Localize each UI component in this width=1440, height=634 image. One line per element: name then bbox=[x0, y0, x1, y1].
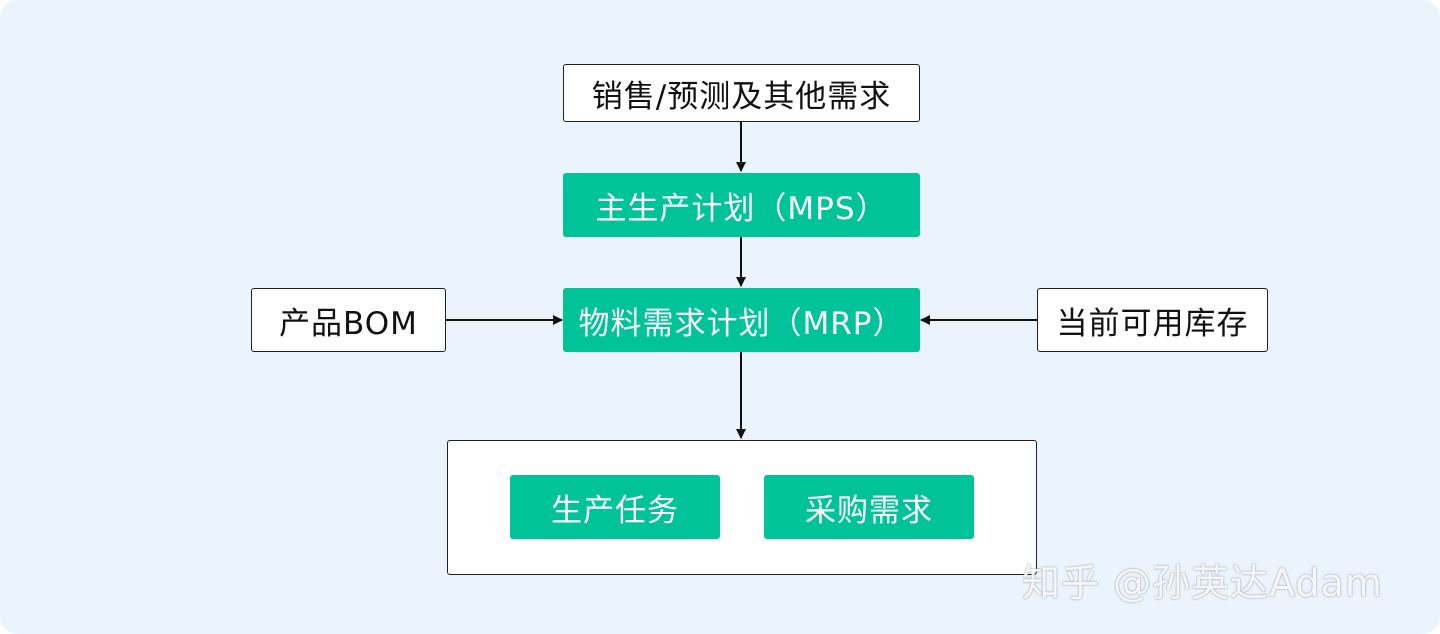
production-task-node: 生产任务 bbox=[510, 475, 720, 539]
demand-node-label: 销售/预测及其他需求 bbox=[591, 78, 892, 115]
purchase-demand-label: 采购需求 bbox=[805, 492, 933, 529]
mps-node-label: 主生产计划（MPS） bbox=[595, 190, 888, 227]
bom-node-label: 产品BOM bbox=[279, 305, 418, 342]
mrp-node: 物料需求计划（MRP） bbox=[563, 288, 920, 352]
mrp-node-label: 物料需求计划（MRP） bbox=[578, 305, 905, 342]
production-task-label: 生产任务 bbox=[551, 492, 679, 529]
bom-node: 产品BOM bbox=[251, 288, 446, 352]
inventory-node: 当前可用库存 bbox=[1037, 288, 1268, 352]
purchase-demand-node: 采购需求 bbox=[764, 475, 974, 539]
watermark: 知乎 @孙英达Adam bbox=[1022, 561, 1383, 605]
mps-node: 主生产计划（MPS） bbox=[563, 173, 920, 237]
demand-node: 销售/预测及其他需求 bbox=[563, 64, 920, 122]
inventory-node-label: 当前可用库存 bbox=[1056, 305, 1249, 342]
